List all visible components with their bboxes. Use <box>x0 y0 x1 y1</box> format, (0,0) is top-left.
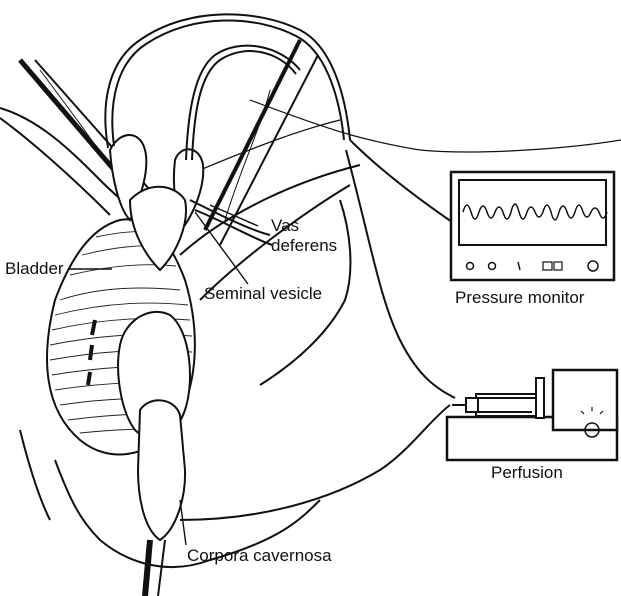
pressure-monitor-device <box>451 172 614 280</box>
label-perfusion: Perfusion <box>491 464 563 483</box>
label-deferens: deferens <box>271 237 337 256</box>
perfusion-tube <box>180 405 450 520</box>
retractor-right <box>205 40 318 245</box>
label-seminal-vesicle: Seminal vesicle <box>204 285 322 304</box>
label-vas: Vas <box>271 217 299 236</box>
label-bladder: Bladder <box>5 260 64 279</box>
perfusion-pump-device <box>447 370 617 460</box>
label-pressure-monitor: Pressure monitor <box>455 289 584 308</box>
label-corpora-cavernosa: Corpora cavernosa <box>187 547 332 566</box>
